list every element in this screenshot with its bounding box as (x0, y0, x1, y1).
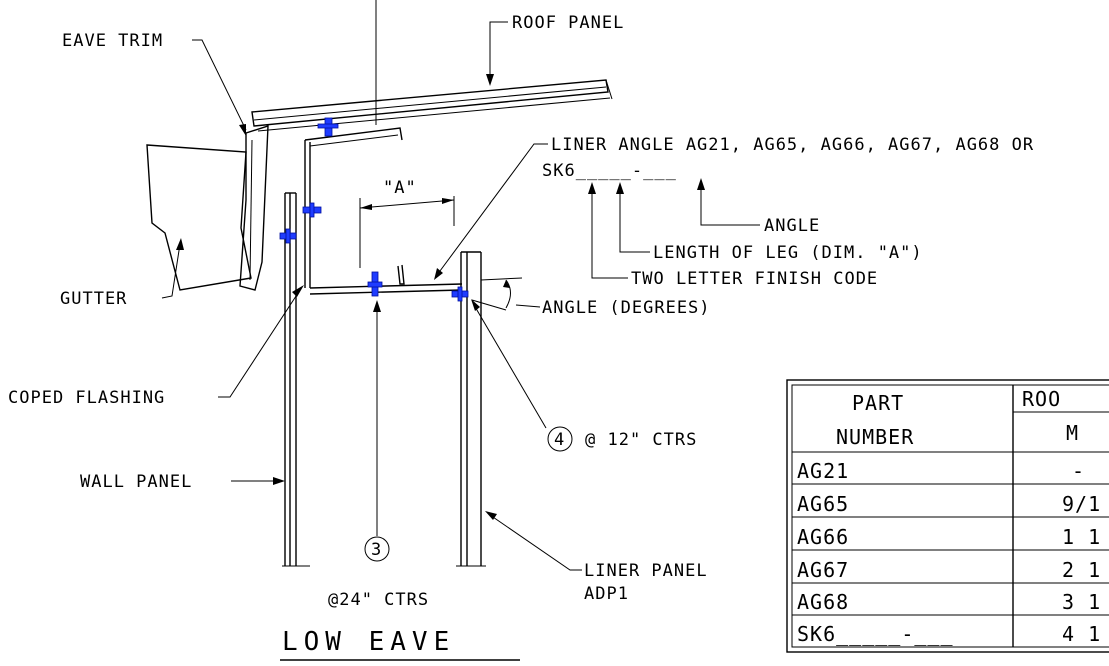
liner-panel (456, 251, 486, 567)
liner-panel-label-line1: LINER PANEL (584, 561, 708, 581)
gutter-leader (161, 238, 184, 299)
coped-flashing-leader (218, 285, 304, 398)
fastener-roof (317, 117, 339, 137)
callout-3-leader (373, 300, 381, 536)
angle-degrees-leader (515, 304, 541, 308)
callout-3-number: 3 (371, 540, 382, 560)
length-of-leg-label: LENGTH OF LEG (DIM. "A") (653, 243, 923, 263)
liner-angle-label-line2: SK6_____-___ (542, 161, 677, 181)
fastener-liner-panel (451, 286, 469, 302)
table-row-part: AG67 (797, 558, 849, 582)
table-row-part: SK6_____-___ (797, 622, 954, 646)
liner-angle-leader (434, 143, 548, 280)
drawing-title: LOW EAVE (282, 627, 455, 657)
roof-panel-label: ROOF PANEL (512, 13, 624, 33)
wall-panel (282, 192, 310, 567)
table-row-part: AG21 (797, 459, 849, 483)
dim-a-label: "A" (383, 178, 417, 198)
drawing-title-group: LOW EAVE (280, 627, 520, 661)
angle-label: ANGLE (764, 216, 820, 236)
finish-code-label: TWO LETTER FINISH CODE (631, 269, 878, 289)
fastener-strut (302, 202, 322, 218)
coped-flashing-label: COPED FLASHING (8, 388, 165, 408)
callout-4-marker: 4 (547, 426, 573, 452)
table-header-roo: ROO (1022, 387, 1061, 411)
eave-trim (239, 125, 269, 291)
table-header-part: PART (852, 391, 904, 415)
table-row-value: 2 1 (1062, 558, 1101, 582)
angle-indicator (471, 277, 523, 311)
gutter-label: GUTTER (60, 289, 127, 309)
fastener-liner-angle (367, 271, 383, 297)
callout-4-number: 4 (554, 430, 565, 450)
table-row-value: - (1072, 459, 1085, 483)
liner-panel-leader (485, 511, 582, 571)
table-row-value: 1 1 (1062, 525, 1101, 549)
callout-4-leader (471, 299, 547, 429)
wall-panel-label: WALL PANEL (80, 472, 192, 492)
gutter (146, 144, 252, 291)
liner-panel-label-line2: ADP1 (584, 584, 629, 604)
eave-trim-label: EAVE TRIM (62, 31, 163, 51)
angle-degrees-label: ANGLE (DEGREES) (542, 298, 711, 318)
table-row-value: 3 1 (1062, 590, 1101, 614)
table-row-value: 4 1 (1062, 622, 1101, 646)
table-header-number: NUMBER (836, 425, 914, 449)
callout-4-spacing: @ 12" CTRS (585, 430, 697, 450)
liner-angle-label-line1: LINER ANGLE AG21, AG65, AG66, AG67, AG68… (551, 135, 1034, 155)
fastener-gutter (279, 228, 297, 244)
callout-3-spacing: @24" CTRS (328, 590, 429, 610)
roof-panel-leader (486, 21, 508, 86)
table-row-value: 9/1 (1062, 492, 1101, 516)
table-row-part: AG65 (797, 492, 849, 516)
part-number-table: PART NUMBER ROO M AG21 - AG65 9/1 AG66 1… (786, 379, 1109, 653)
callout-3-marker: 3 (364, 536, 390, 562)
dimension-a (359, 196, 455, 268)
table-header-m: M (1066, 421, 1079, 445)
part-code-leaders (588, 178, 760, 279)
eave-trim-leader (192, 39, 247, 136)
roof-panel (251, 79, 613, 132)
table-row-part: AG68 (797, 590, 849, 614)
table-row-part: AG66 (797, 525, 849, 549)
eave-strut (304, 127, 463, 295)
wall-panel-leader (231, 477, 285, 485)
